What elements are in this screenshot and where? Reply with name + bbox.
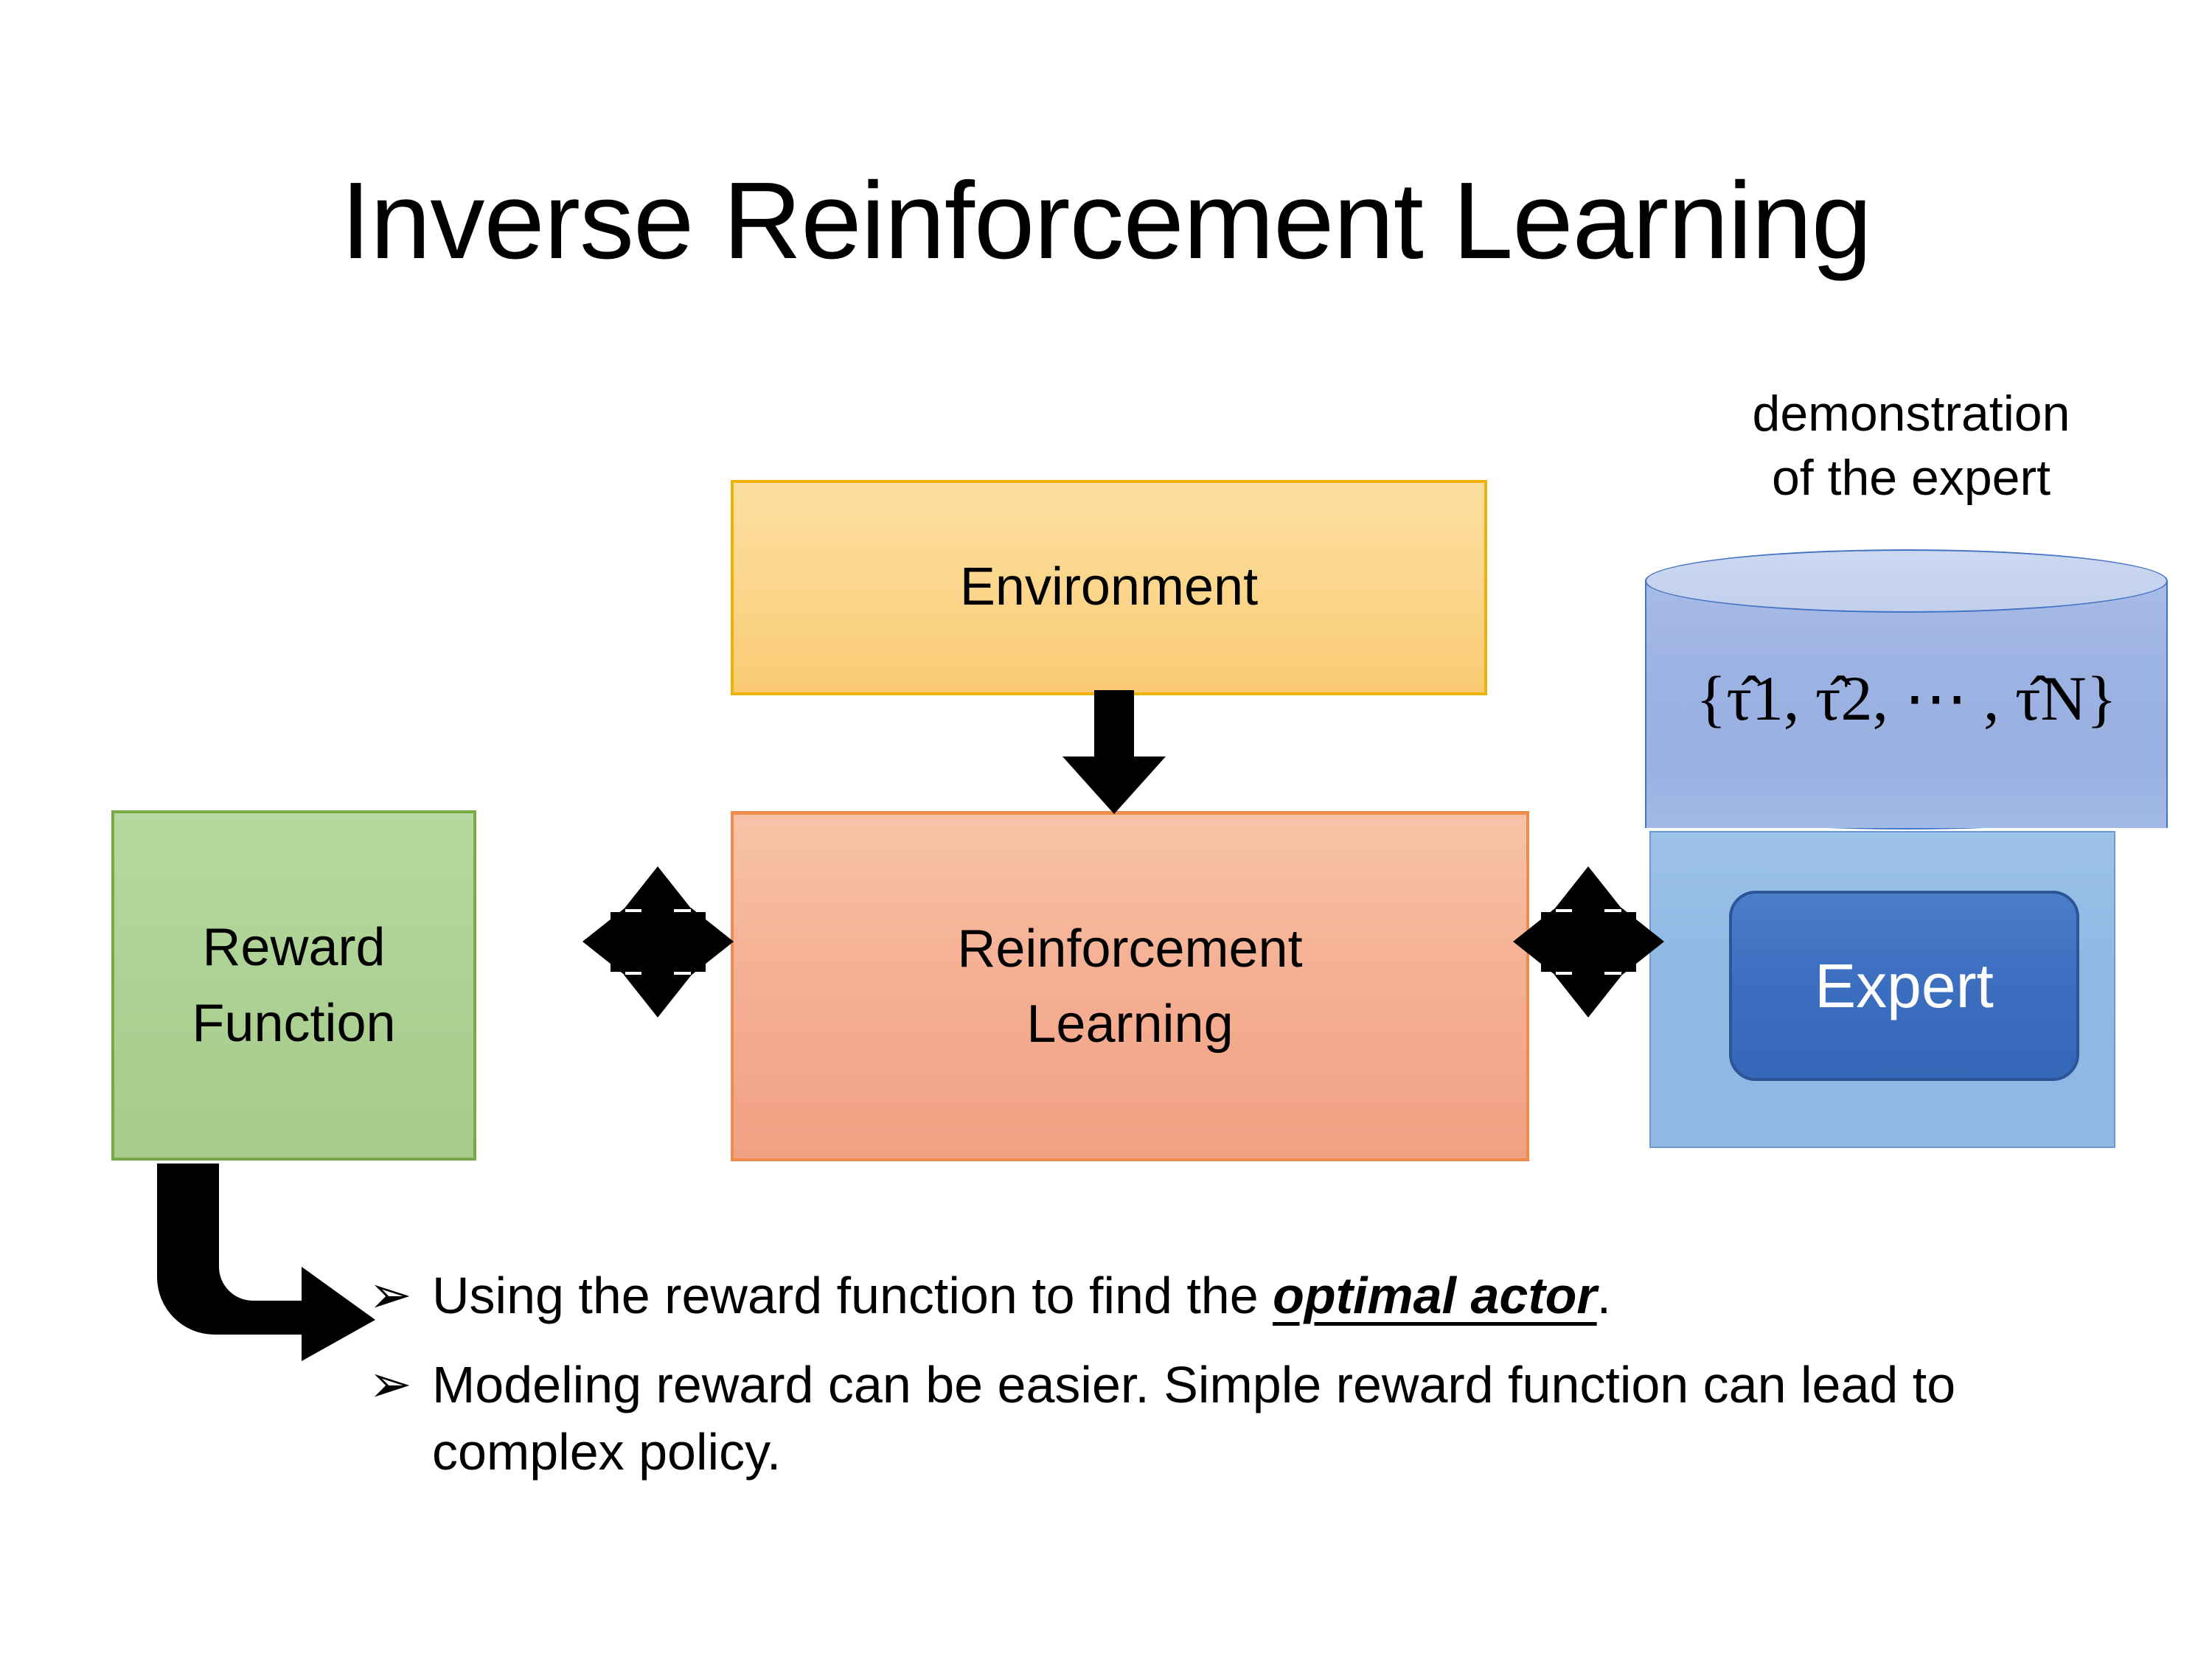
expert-button[interactable]: Expert [1729, 891, 2079, 1081]
list-item: ➢ Using the reward function to find the … [369, 1262, 2087, 1329]
demonstration-caption-line1: demonstration [1752, 386, 2070, 442]
bullet-arrow-icon: ➢ [369, 1355, 412, 1413]
reward-function-box[interactable]: Reward Function [111, 810, 476, 1161]
trajectory-set-label: {τ̂1, τ̂2, ⋯ , τ̂N} [1696, 663, 2117, 734]
bullet-list: ➢ Using the reward function to find the … [369, 1262, 2087, 1508]
environment-box[interactable]: Environment [731, 480, 1487, 695]
expert-button-label: Expert [1815, 950, 1994, 1020]
reinforcement-learning-box[interactable]: Reinforcement Learning [731, 811, 1529, 1161]
reward-label-line1: Reward [202, 918, 386, 978]
four-way-arrow-icon-right [1513, 866, 1664, 1018]
four-way-arrow-icon-left [582, 866, 734, 1018]
demonstration-cylinder[interactable]: {τ̂1, τ̂2, ⋯ , τ̂N} [1645, 549, 2168, 859]
reward-function-box-label: Reward Function [192, 910, 395, 1060]
cylinder-top-ellipse [1645, 549, 2168, 613]
demonstration-caption-line2: of the expert [1771, 450, 2051, 507]
bullet-1-emphasis: optimal actor [1273, 1267, 1597, 1324]
bullet-1-pre: Using the reward function to find the [432, 1267, 1273, 1324]
reward-label-line2: Function [192, 993, 396, 1053]
list-item: ➢ Modeling reward can be easier. Simple … [369, 1352, 2087, 1486]
rl-label-line2: Learning [1026, 995, 1234, 1054]
elbow-arrow-icon [157, 1164, 375, 1361]
bullet-text-1: Using the reward function to find the op… [432, 1262, 2087, 1329]
bullet-arrow-icon: ➢ [369, 1266, 412, 1324]
bullet-text-2: Modeling reward can be easier. Simple re… [432, 1356, 1956, 1481]
reinforcement-learning-box-label: Reinforcement Learning [957, 911, 1302, 1062]
cylinder-body [1645, 580, 2168, 828]
environment-box-label: Environment [959, 557, 1259, 617]
bullet-1-post: . [1596, 1267, 1612, 1324]
down-arrow-icon [1062, 690, 1166, 814]
rl-label-line1: Reinforcement [957, 919, 1303, 978]
page-title: Inverse Reinforcement Learning [340, 160, 1872, 282]
demonstration-caption: demonstration of the expert [1638, 382, 2184, 510]
